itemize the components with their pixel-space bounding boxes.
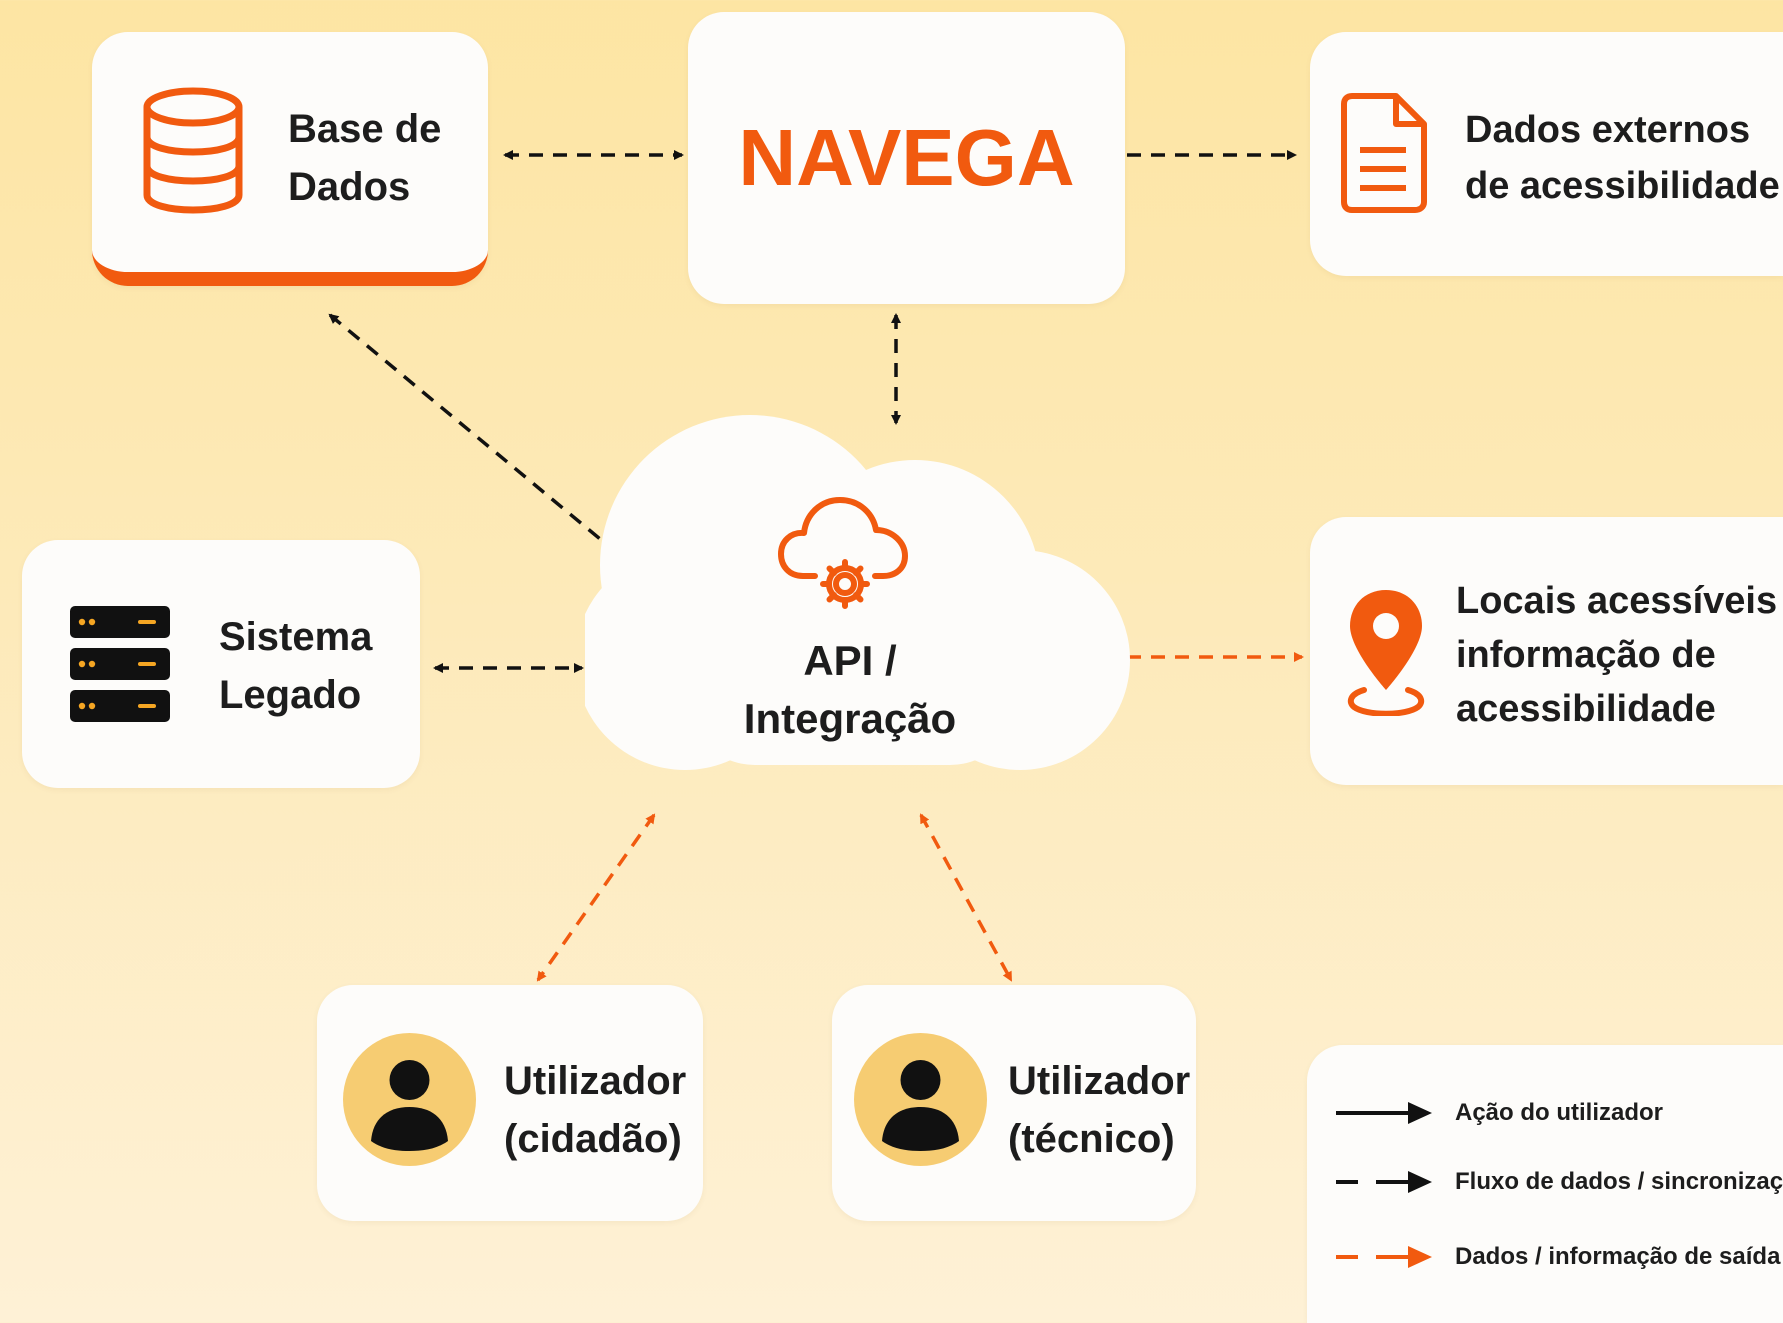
- citizen-user-label: Utilizador (cidadão): [504, 1052, 686, 1168]
- cloud-gear-icon: [778, 497, 908, 609]
- legend-dashed-orange-arrow: [1336, 1246, 1432, 1268]
- server-icon: [70, 606, 170, 722]
- legend-dashed-black-arrow: [1336, 1171, 1432, 1193]
- legacy-system-label-line2: Legado: [219, 673, 362, 717]
- external-data-label: Dados externos de acessibilidade: [1465, 102, 1780, 214]
- database-icon: [143, 87, 243, 214]
- document-icon: [1341, 93, 1427, 213]
- legend-data-flow-label: Fluxo de dados / sincronização: [1455, 1168, 1783, 1195]
- external-data-card[interactable]: [1310, 32, 1783, 276]
- legend-solid-arrow: [1336, 1102, 1432, 1124]
- accessible-places-label-line3: acessibilidade: [1456, 688, 1716, 730]
- technician-user-label-line1: Utilizador: [1008, 1059, 1191, 1103]
- technician-user-label-line2: (técnico): [1008, 1117, 1175, 1161]
- map-pin-icon: [1347, 590, 1425, 716]
- accessible-places-label-line2: informação de: [1456, 634, 1716, 676]
- accessible-places-label-line1: Locais acessíveis +: [1456, 580, 1783, 622]
- user-icon: [343, 1033, 476, 1166]
- api-label: API / Integração: [700, 632, 1000, 748]
- api-citizen-connector: [536, 813, 656, 982]
- api-cloud-shape[interactable]: [585, 415, 1135, 800]
- legend-user-action-label: Ação do utilizador: [1455, 1099, 1664, 1126]
- external-data-label-line1: Dados externos: [1465, 109, 1751, 151]
- database-label-line1: Base de: [288, 107, 442, 151]
- citizen-user-label-line2: (cidadão): [504, 1117, 682, 1161]
- technician-user-label: Utilizador (técnico): [1008, 1052, 1190, 1168]
- api-label-line1: API /: [803, 637, 897, 684]
- accessible-places-label: Locais acessíveis + informação de acessi…: [1456, 574, 1783, 736]
- legacy-system-label-line1: Sistema: [219, 615, 373, 659]
- citizen-user-label-line1: Utilizador: [504, 1059, 687, 1103]
- legend-output-data-label: Dados / informação de saída: [1455, 1243, 1781, 1270]
- user-icon: [854, 1033, 987, 1166]
- database-label: Base de Dados: [288, 100, 441, 216]
- navega-title: NAVEGA: [738, 113, 1075, 202]
- database-label-line2: Dados: [288, 165, 411, 209]
- database-api-connector: [328, 313, 625, 560]
- database-card[interactable]: [92, 32, 488, 286]
- legacy-system-label: Sistema Legado: [219, 608, 372, 724]
- api-label-line2: Integração: [743, 695, 957, 742]
- api-technician-connector: [919, 813, 1013, 982]
- navega-card[interactable]: [688, 12, 1125, 304]
- external-data-label-line2: de acessibilidade: [1465, 165, 1780, 207]
